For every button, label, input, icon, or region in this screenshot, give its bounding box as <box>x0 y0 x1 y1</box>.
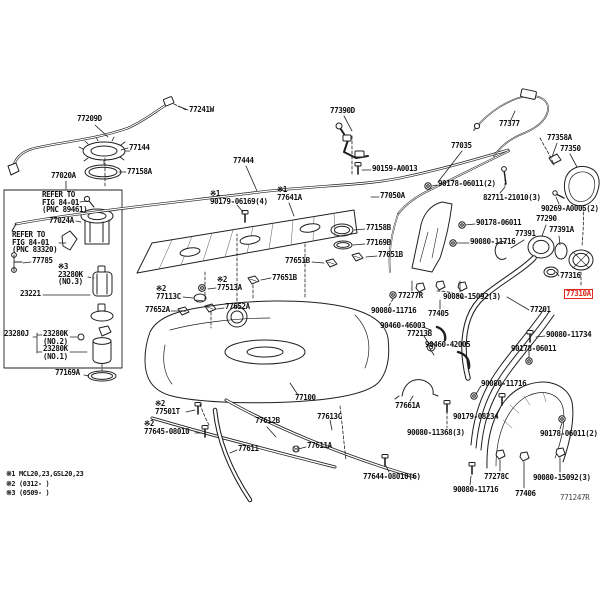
part-label-77612B: 77612B <box>255 416 280 425</box>
part-label-77201: 77201 <box>530 305 551 314</box>
part-label-90179-08234: 90179-08234 <box>453 412 499 421</box>
part-label-23280K-no2: 23280K (NO.2) <box>43 329 68 346</box>
part-label-77290: 77290 <box>536 214 557 223</box>
part-label-77277R: 77277R <box>398 291 423 300</box>
legend-line-2: ※2 (0312- ) <box>6 479 50 488</box>
part-label-90080-11716-a: 90080-11716 <box>470 237 516 246</box>
part-label-90269-A0005-2-: 90269-A0005(2) <box>541 204 599 213</box>
fuel-suction-tube <box>7 96 175 176</box>
part-label-77310A-highlighted: 77310A <box>564 289 593 299</box>
part-label-77316: 77316 <box>560 271 581 280</box>
part-label-77390D: 77390D <box>330 106 355 115</box>
note-refer-fig84-01-pnc89461: REFER TO FIG 84-01 (PNC 89461) <box>42 190 88 214</box>
part-label-77652A-1: 77652A <box>145 305 170 314</box>
part-label-77035: 77035 <box>451 141 472 150</box>
tank-rings-and-cushions <box>177 223 364 316</box>
part-label-77158A: 77158A <box>127 167 152 176</box>
part-label-77651B-1: 77651B <box>378 250 403 259</box>
part-label-90080-11734: 90080-11734 <box>546 330 592 339</box>
part-label-77391: 77391 <box>515 229 536 238</box>
part-label-77501T: ※2 77501T <box>155 399 180 416</box>
part-label-90080-11716-d: 90080-11716 <box>453 485 499 494</box>
part-label-23221: 23221 <box>20 289 41 298</box>
part-label-77358A: 77358A <box>547 133 572 142</box>
legend: ※1 MCL20,23,GSL20,23 ※2 (0312- ) ※3 (050… <box>6 470 84 499</box>
part-label-90080-15092-a: 90080-15092(3) <box>443 292 501 301</box>
part-label-77611A: 77611A <box>307 441 332 450</box>
part-label-77785: 77785 <box>32 256 53 265</box>
part-label-77169B: 77169B <box>366 238 391 247</box>
part-label-77241W: 77241W <box>189 105 214 114</box>
part-label-77050A: 77050A <box>380 191 405 200</box>
part-label-23280K-no1: 23280K (NO.1) <box>43 344 68 361</box>
part-label-90159-A0013: 90159-A0013 <box>372 164 418 173</box>
part-label-90178-06011-2-b: 90178-06011(2) <box>540 429 598 438</box>
part-label-77651B-3: 77651B <box>272 273 297 282</box>
part-label-77377: 77377 <box>499 119 520 128</box>
part-label-77209D: 77209D <box>77 114 102 123</box>
part-label-77652A-2: 77652A <box>225 302 250 311</box>
part-label-77406: 77406 <box>515 489 536 498</box>
part-label-77113C: ※2 77113C <box>156 284 181 301</box>
tank-bands <box>150 398 417 503</box>
legend-line-3: ※3 (0509- ) <box>6 489 50 498</box>
part-label-77278C: 77278C <box>484 472 509 481</box>
part-label-90178-06011-b: 90178-06011 <box>511 344 557 353</box>
part-label-77391A: 77391A <box>549 225 574 234</box>
part-label-23280J: 23280J <box>4 329 29 338</box>
part-label-90080-11716-b: 90080-11716 <box>371 306 417 315</box>
part-label-90460-42005: 90460-42005 <box>425 340 471 349</box>
dashed-lines <box>87 103 584 461</box>
part-label-77611: 77611 <box>238 444 259 453</box>
part-label-23280K-no3: ※3 23280K (NO.3) <box>58 262 83 286</box>
filler-opening-parts <box>473 88 600 207</box>
part-label-90178-06011-2-a: 90178-06011(2) <box>438 179 496 188</box>
part-label-77213B: 77213B <box>407 329 432 338</box>
fender-liner-and-protectors <box>394 379 574 469</box>
part-label-90080-15092-b: 90080-15092(3) <box>533 473 591 482</box>
part-label-90179-06169: ※1 90179-06169(4) <box>210 189 268 206</box>
part-label-77645-08010: ※2 77645-08010 <box>144 419 190 436</box>
part-label-90460-46003: 90460-46003 <box>380 321 426 330</box>
part-label-77169A: 77169A <box>55 368 80 377</box>
fuel-tank <box>144 300 390 404</box>
part-label-77644-08010-6-: 77644-08010(6) <box>363 472 421 481</box>
part-label-77350: 77350 <box>560 144 581 153</box>
part-label-90178-06011-a: 90178-06011 <box>476 218 522 227</box>
part-label-77444: 77444 <box>233 156 254 165</box>
pump-module-inset-box <box>3 189 123 382</box>
note-refer-fig84-01-pnc83320: REFER TO FIG 84-01 (PNC 83320) <box>12 230 58 254</box>
part-label-90080-11716-c: 90080-11716 <box>481 379 527 388</box>
part-label-77513A: ※2 77513A <box>217 275 242 292</box>
part-label-77651B-2: 77651B <box>285 256 310 265</box>
fuel-sender-assembly <box>78 136 131 180</box>
breather-hose-cluster <box>415 280 471 370</box>
fuel-main-tube <box>11 122 510 273</box>
part-label-77613C: 77613C <box>317 412 342 421</box>
figure-reference-code: 771247R <box>560 493 590 502</box>
part-label-82711-21010-3-: 82711-21010(3) <box>483 193 541 202</box>
part-label-77020A: 77020A <box>51 171 76 180</box>
fuel-tank-upper-protector <box>136 209 358 274</box>
legend-line-1: ※1 MCL20,23,GSL20,23 <box>6 470 84 478</box>
part-label-77100: 77100 <box>295 393 316 402</box>
part-label-77661A: 77661A <box>395 401 420 410</box>
part-label-77641A: ※1 77641A <box>277 185 302 202</box>
leader-lines <box>22 105 578 489</box>
tube-mount-bracket <box>411 201 453 273</box>
part-label-77024A: 77024A <box>49 216 74 225</box>
part-label-90080-11368-3-: 90080-11368(3) <box>407 428 465 437</box>
part-label-77158B: 77158B <box>366 223 391 232</box>
part-label-77144: 77144 <box>129 143 150 152</box>
part-label-77405: 77405 <box>428 309 449 318</box>
